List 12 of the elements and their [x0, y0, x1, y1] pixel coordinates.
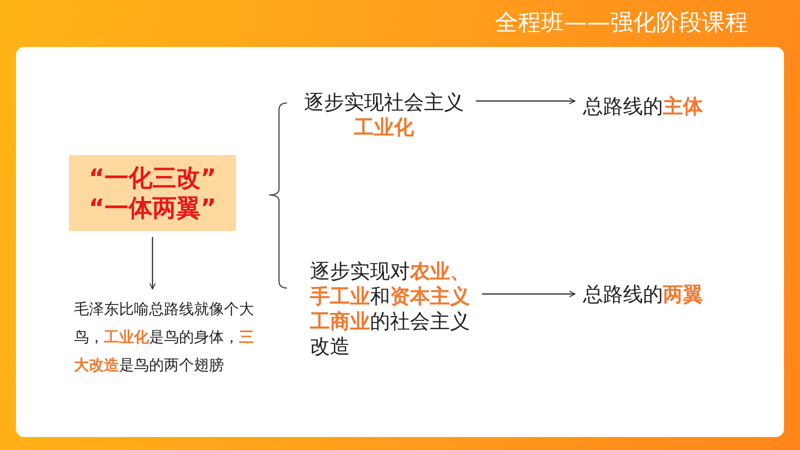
- arrow: [476, 98, 576, 104]
- arrow: [482, 290, 576, 298]
- result-text: 总路线的主体: [583, 93, 703, 119]
- concept-box: [69, 155, 236, 231]
- slogan-text: “一化三改”: [88, 163, 216, 193]
- course-title: 全程班——强化阶段课程: [495, 9, 748, 38]
- result-text: 总路线的两翼: [583, 281, 703, 307]
- note-text: 毛泽东比喻总路线就像个大鸟，工业化是鸟的身体，三大改造是鸟的两个翅膀: [74, 295, 258, 379]
- slogan-text: “一体两翼”: [88, 193, 216, 223]
- arrow: [149, 237, 156, 290]
- branch-text: 逐步实现对农业、手工业和资本主义工商业的社会主义改造: [310, 259, 474, 359]
- branch-text: 逐步实现社会主义工业化: [300, 90, 468, 140]
